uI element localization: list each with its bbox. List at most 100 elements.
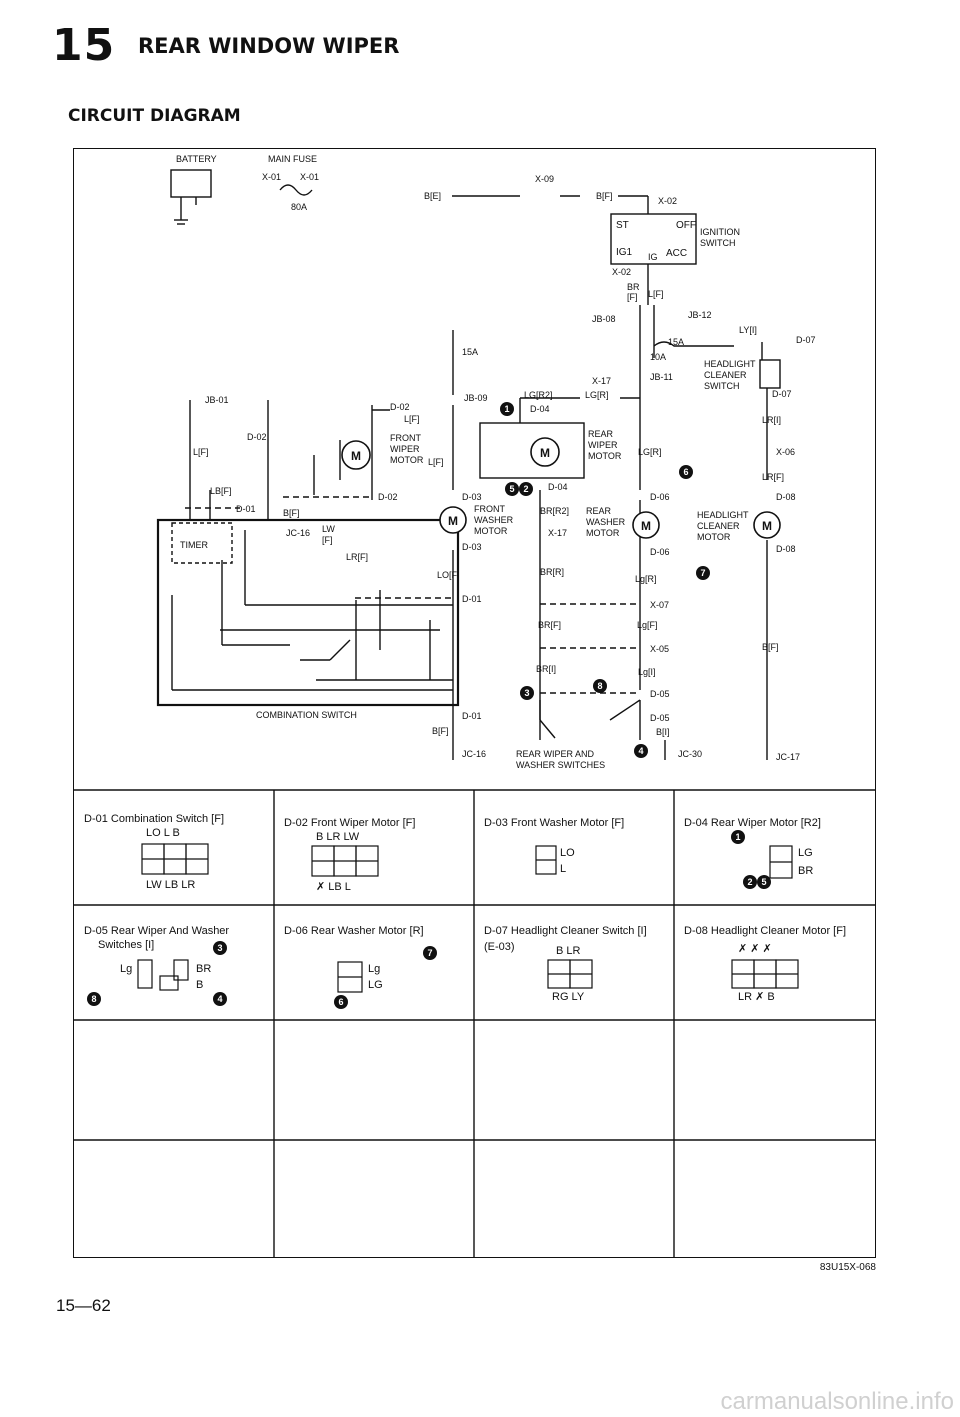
- label-br: BR: [627, 282, 640, 292]
- label-hl-sw-2: CLEANER: [704, 370, 747, 380]
- label-lr-f: LR[F]: [762, 472, 784, 482]
- connector-d07-sub: (E-03): [484, 941, 515, 953]
- rear-wiper-motor-symbol: [530, 437, 560, 467]
- label-b-f-low: B[F]: [432, 726, 449, 736]
- motor-letter: M: [641, 519, 651, 533]
- connector-d05-lg: Lg: [120, 963, 132, 975]
- callout-4: 4: [638, 746, 643, 756]
- table-callout-7: 7: [427, 948, 432, 958]
- connector-d01-bottom: LW LB LR: [146, 879, 195, 891]
- label-d06a: D-06: [650, 492, 670, 502]
- callout-7: 7: [700, 568, 705, 578]
- connector-d05-br: BR: [196, 963, 211, 975]
- label-ly-i: LY[I]: [739, 325, 757, 335]
- table-callout-6: 6: [338, 997, 343, 1007]
- connector-d07-title: D-07 Headlight Cleaner Switch [I]: [484, 925, 647, 937]
- label-jb12: JB-12: [688, 310, 712, 320]
- label-b-f-mid: B[F]: [283, 508, 300, 518]
- label-hl-motor-2: CLEANER: [697, 521, 740, 531]
- label-x06: X-06: [776, 447, 795, 457]
- table-callout-1: 1: [735, 832, 740, 842]
- chapter-title: REAR WINDOW WIPER: [138, 34, 400, 58]
- table-callouts: 1 2 5 3 8 4 7 6: [87, 830, 771, 1009]
- label-rear-wiper-3: MOTOR: [588, 451, 622, 461]
- label-15a-mid: 15A: [462, 347, 478, 357]
- label-d06b: D-06: [650, 547, 670, 557]
- connector-d02-bottom: ✗ LB L: [316, 881, 351, 893]
- connector-d03-pin2: L: [560, 863, 566, 875]
- label-x02b: X-02: [612, 267, 631, 277]
- label-front-washer-3: MOTOR: [474, 526, 508, 536]
- label-x05: X-05: [650, 644, 669, 654]
- label-front-washer-2: WASHER: [474, 515, 514, 525]
- label-d02b: D-02: [378, 492, 398, 502]
- connector-d08-face: [731, 959, 799, 989]
- connector-d06-face: [337, 961, 363, 993]
- label-l-f-left: L[F]: [193, 447, 209, 457]
- connector-d01-top: LO L B: [146, 827, 180, 839]
- motor-letter: M: [448, 514, 458, 528]
- connector-d08-top: ✗ ✗ ✗: [738, 943, 772, 955]
- label-d04b: D-04: [548, 482, 568, 492]
- motor-letter: M: [540, 446, 550, 460]
- chapter-number: 15: [52, 20, 116, 71]
- connector-d02-top: B LR LW: [316, 831, 360, 843]
- label-front-wiper-1: FRONT: [390, 433, 421, 443]
- label-ign-acc: ACC: [666, 248, 687, 259]
- rear-washer-motor-symbol: [632, 511, 660, 539]
- label-rear-sw-2: WASHER SWITCHES: [516, 760, 605, 770]
- page-number: 15—62: [56, 1296, 111, 1315]
- label-d03a: D-03: [462, 492, 482, 502]
- label-d08a: D-08: [776, 492, 796, 502]
- connector-d06-pin2: LG: [368, 979, 383, 991]
- label-b-f-right: B[F]: [762, 642, 779, 652]
- label-d05b: D-05: [650, 713, 670, 723]
- label-jb08: JB-08: [592, 314, 616, 324]
- label-jc30: JC-30: [678, 749, 702, 759]
- connector-d04-title: D-04 Rear Wiper Motor [R2]: [684, 817, 821, 829]
- connector-d03-pin1: LO: [560, 847, 575, 859]
- connector-d04-face: [769, 845, 793, 879]
- label-lw-2: [F]: [322, 535, 333, 545]
- connector-d08-bottom: LR ✗ B: [738, 991, 775, 1003]
- connector-d03-face: [535, 845, 557, 875]
- label-ign-st: ST: [616, 220, 629, 231]
- label-lg-r-low: Lg[R]: [635, 574, 657, 584]
- label-d03b: D-03: [462, 542, 482, 552]
- label-lg-r-b: LG[R]: [638, 447, 662, 457]
- figure-code: 83U15X-068: [819, 1262, 876, 1273]
- label-d07-b: D-07: [772, 389, 792, 399]
- label-lr-f-mid: LR[F]: [346, 552, 368, 562]
- connector-d03-title: D-03 Front Washer Motor [F]: [484, 817, 624, 829]
- label-jb11: JB-11: [650, 372, 673, 382]
- label-br-i: BR[I]: [536, 664, 556, 674]
- table-callout-5: 5: [761, 877, 766, 887]
- connector-d05-title: D-05 Rear Wiper And Washer: [84, 925, 229, 937]
- label-rear-washer-1: REAR: [586, 506, 612, 516]
- connector-d07-face: [547, 959, 593, 989]
- watermark: carmanualsonline.info: [720, 1388, 954, 1415]
- label-ignition-1: IGNITION: [700, 227, 740, 237]
- connector-d06-title: D-06 Rear Washer Motor [R]: [284, 925, 424, 937]
- label-jc16b: JC-16: [462, 749, 486, 759]
- label-x17a: X-17: [592, 376, 611, 386]
- connector-d02-face: [311, 845, 379, 877]
- table-callout-2: 2: [747, 877, 752, 887]
- motor-letter: M: [351, 449, 361, 463]
- label-main-fuse: MAIN FUSE: [268, 154, 317, 164]
- label-d02-timer: D-02: [247, 432, 267, 442]
- connector-d05-b: B: [196, 979, 203, 991]
- label-d01b: D-01: [462, 594, 482, 604]
- connector-d05-face: [137, 959, 189, 991]
- label-br-r: BR[R]: [540, 567, 564, 577]
- label-b-i: B[I]: [656, 727, 670, 737]
- connector-d01-face: [141, 843, 209, 875]
- label-lg-r: LG[R]: [585, 390, 609, 400]
- battery-symbol: [170, 169, 212, 198]
- label-jb01: JB-01: [205, 395, 229, 405]
- label-ign-ig2: IG: [648, 252, 658, 262]
- label-rear-wiper-2: WIPER: [588, 440, 618, 450]
- label-10a: 10A: [650, 352, 666, 362]
- headlight-cleaner-switch-box: [759, 359, 781, 389]
- ignition-switch-box: [610, 213, 697, 265]
